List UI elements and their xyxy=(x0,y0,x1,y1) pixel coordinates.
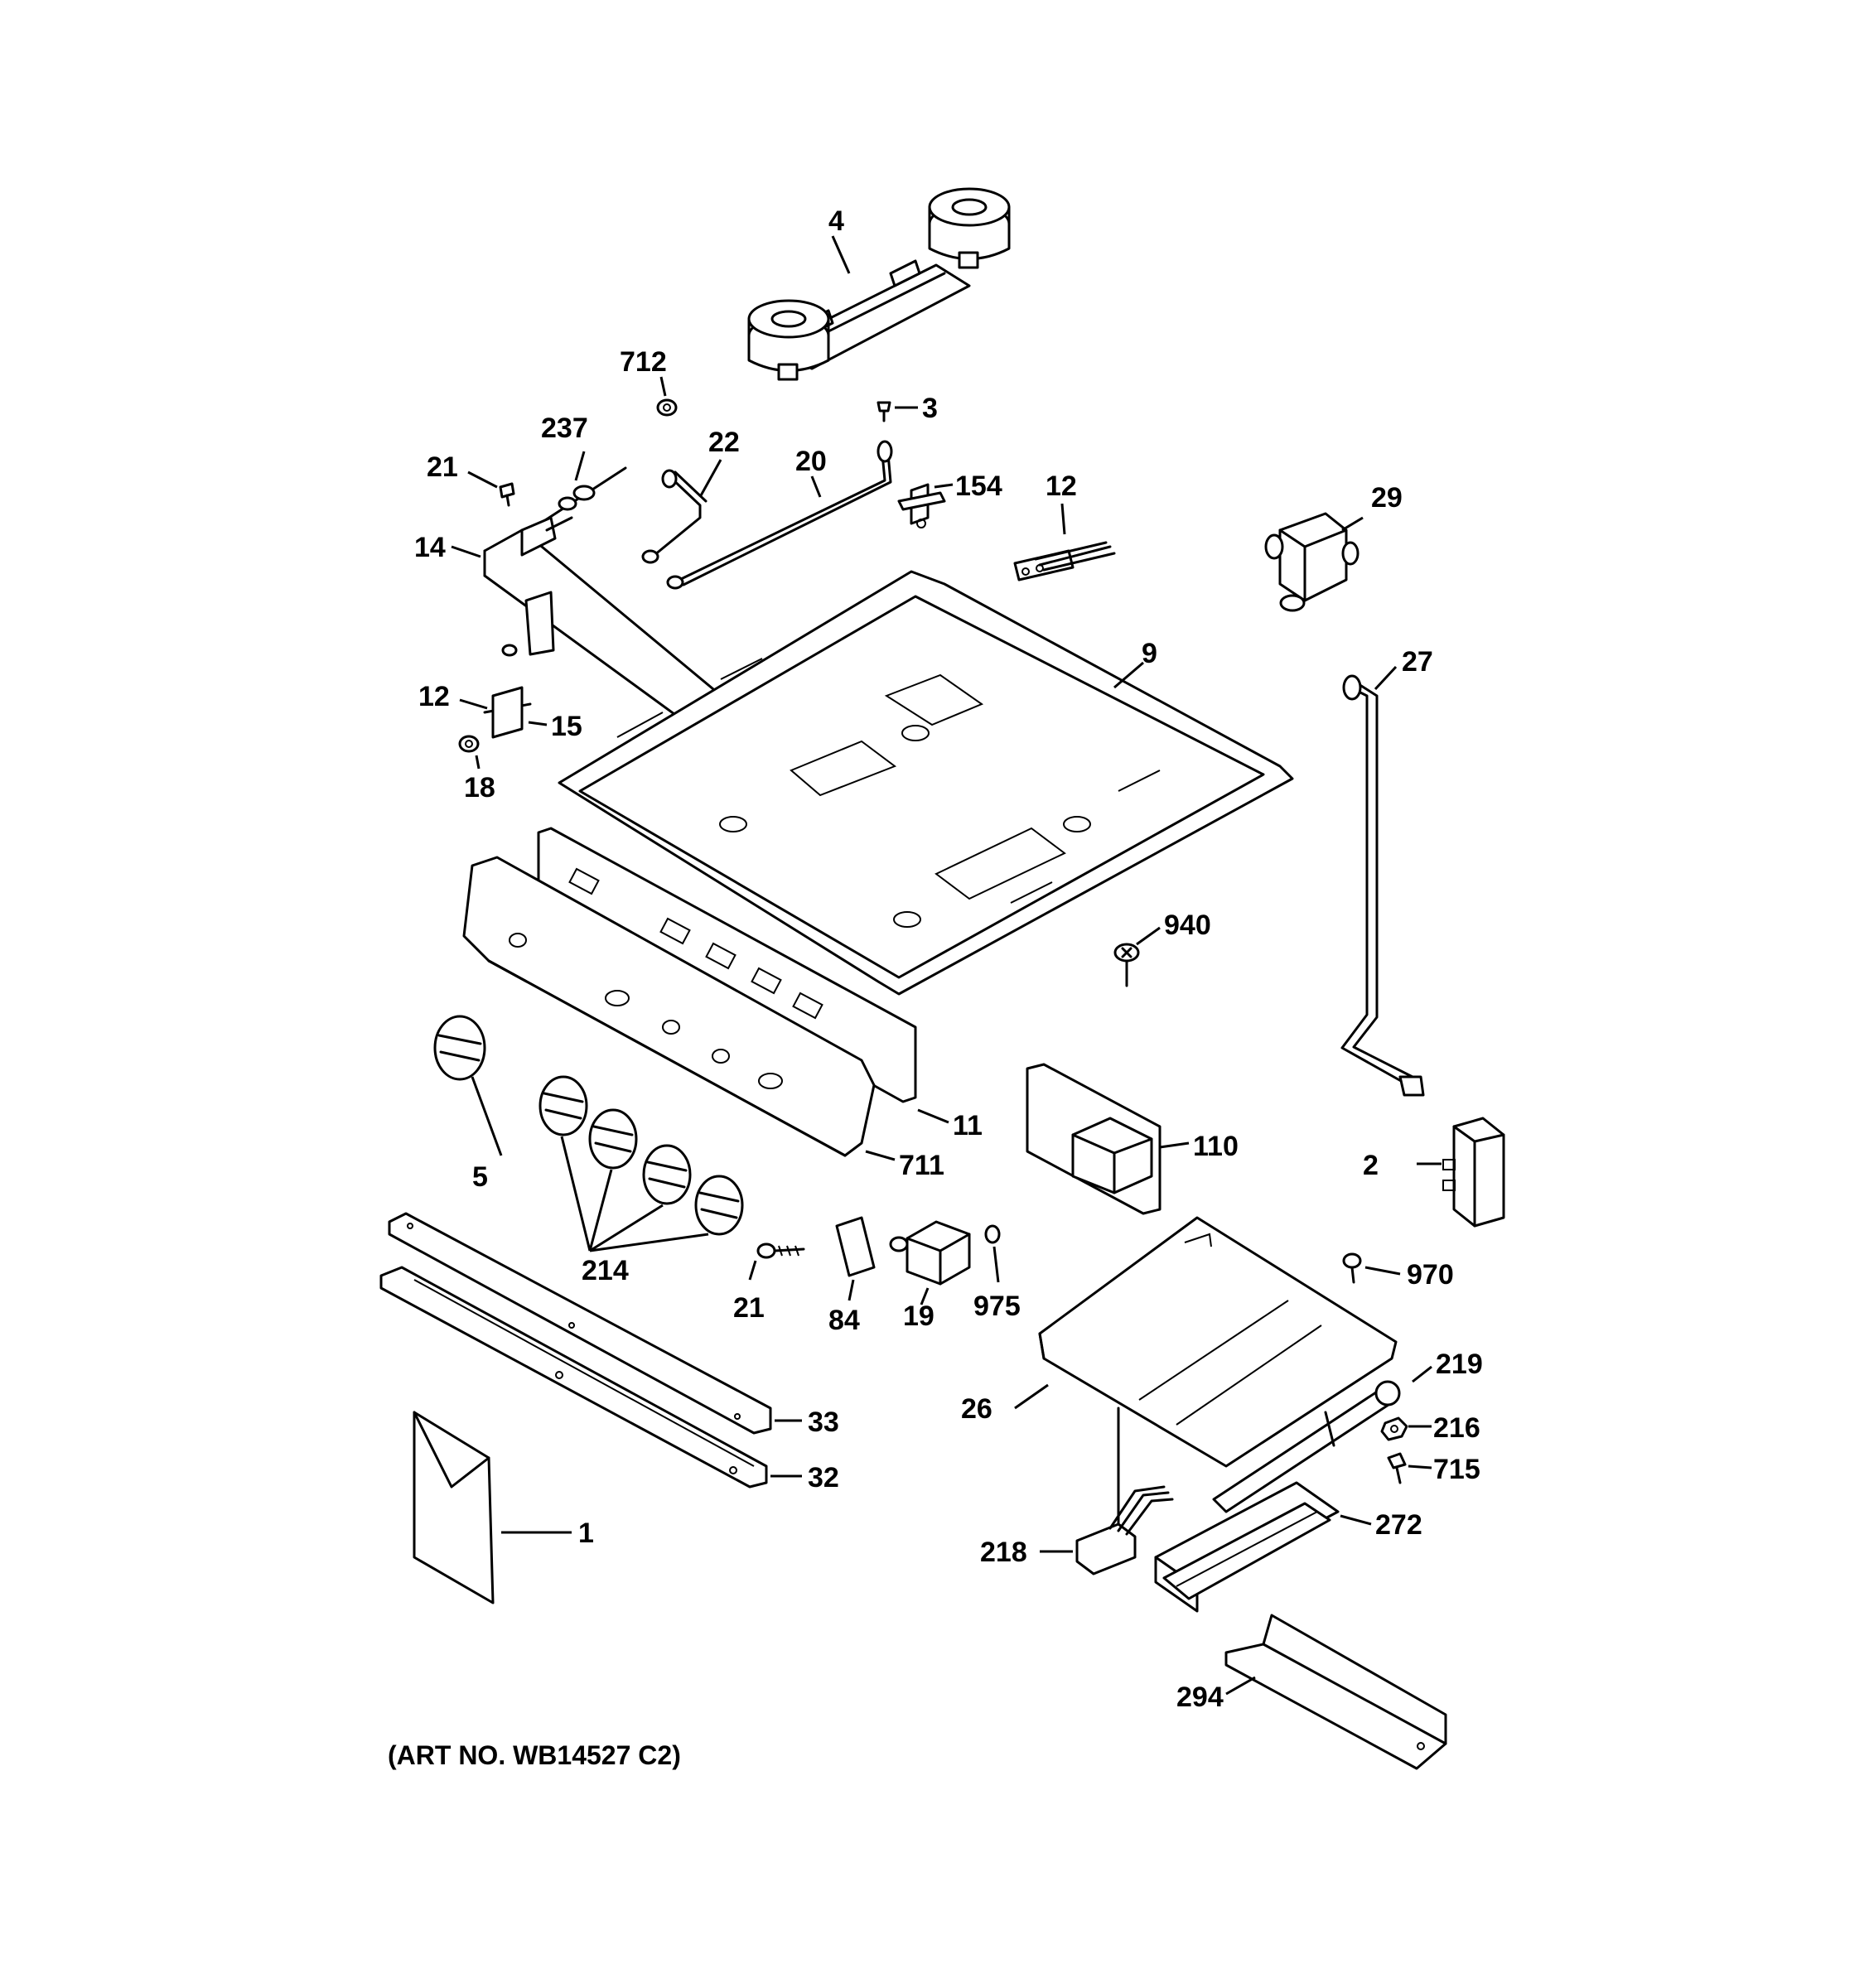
callout-2: 214 xyxy=(582,1255,629,1286)
part-940-screw xyxy=(1113,943,1140,987)
part-4-burner-assembly xyxy=(747,187,1011,381)
callout-154: 154 xyxy=(955,470,1002,502)
part-22-tube xyxy=(641,469,708,564)
part-975-washer xyxy=(984,1224,1001,1244)
callout-5: 711 xyxy=(899,1150,944,1181)
callout-940: 940 xyxy=(1164,910,1211,941)
part-970-screw xyxy=(1342,1252,1362,1284)
part-218-connector xyxy=(1075,1407,1174,1575)
callout-29: 29 xyxy=(1371,482,1403,514)
callout-3: 3 xyxy=(922,393,938,424)
part-110-module xyxy=(1442,1117,1505,1228)
callout-219: 26 xyxy=(961,1393,992,1425)
callout-715: 715 xyxy=(1433,1454,1480,1485)
part-26-burner-tube xyxy=(1212,1380,1401,1513)
callout-15: 15 xyxy=(551,711,582,742)
callout-970: 970 xyxy=(1407,1259,1454,1291)
callout-33: 33 xyxy=(808,1407,839,1438)
callout-975: 975 xyxy=(973,1291,1021,1322)
part-294-bracket xyxy=(1224,1614,1447,1770)
callout-294: 294 xyxy=(1176,1682,1224,1713)
part-154-bracket xyxy=(897,483,946,528)
callout-20: 20 xyxy=(795,446,827,477)
callout-14: 14 xyxy=(414,532,446,563)
art-number: (ART NO. WB14527 C2) xyxy=(388,1740,681,1770)
part-219-shield xyxy=(1038,1216,1398,1468)
callout-712: 712 xyxy=(620,346,667,378)
part-32-trim-strip xyxy=(379,1266,768,1489)
part-214-bracket xyxy=(1026,1063,1161,1215)
callout-12-top: 12 xyxy=(1046,470,1077,502)
callout-19: 19 xyxy=(903,1300,934,1332)
part-29-valve xyxy=(1264,512,1359,612)
callout-218: 218 xyxy=(980,1537,1027,1568)
part-237-fitting xyxy=(541,466,627,524)
callout-9: 9 xyxy=(1142,638,1157,669)
part-12-wire-harness xyxy=(1013,541,1116,581)
part-715-bolt xyxy=(1387,1452,1407,1484)
part-1-literature-envelope xyxy=(413,1411,495,1604)
callout-84: 84 xyxy=(828,1305,860,1336)
part-2-knobs xyxy=(538,1075,744,1236)
part-20-tube xyxy=(666,440,893,590)
callout-272: 272 xyxy=(1375,1509,1422,1541)
callout-21-lower: 21 xyxy=(733,1292,765,1324)
callout-22: 22 xyxy=(708,427,740,458)
callout-216: 216 xyxy=(1433,1412,1480,1444)
part-84-plate xyxy=(835,1216,876,1277)
part-3-screw xyxy=(877,401,891,422)
part-9-base-pan xyxy=(558,570,1294,996)
callout-214: 110 xyxy=(1193,1131,1239,1162)
callout-237: 237 xyxy=(541,413,588,444)
part-18-nut xyxy=(458,735,480,753)
part-216-nut xyxy=(1380,1416,1408,1441)
part-21-screw-upper xyxy=(499,482,515,507)
callout-711: 5 xyxy=(472,1161,488,1193)
callout-21-upper: 21 xyxy=(427,451,458,483)
callout-18: 18 xyxy=(464,772,495,803)
callout-1: 1 xyxy=(578,1518,594,1549)
callout-110: 2 xyxy=(1363,1150,1379,1181)
callout-4: 4 xyxy=(828,205,844,237)
part-27-gas-tube xyxy=(1340,674,1425,1097)
callout-26: 219 xyxy=(1436,1349,1483,1380)
callout-27: 27 xyxy=(1402,646,1433,678)
part-33-trim-strip xyxy=(388,1212,772,1435)
callout-11: 11 xyxy=(953,1110,983,1141)
callout-12-lower: 12 xyxy=(418,681,450,712)
callout-32: 32 xyxy=(808,1462,839,1493)
part-15-bracket xyxy=(491,686,524,739)
part-21-screw-lower xyxy=(756,1242,805,1259)
part-5-control-panel xyxy=(462,856,876,1157)
part-712-nut xyxy=(656,398,678,417)
part-711-knob xyxy=(433,1015,486,1081)
part-272-bracket xyxy=(1154,1481,1340,1613)
part-19-switch xyxy=(889,1220,971,1286)
